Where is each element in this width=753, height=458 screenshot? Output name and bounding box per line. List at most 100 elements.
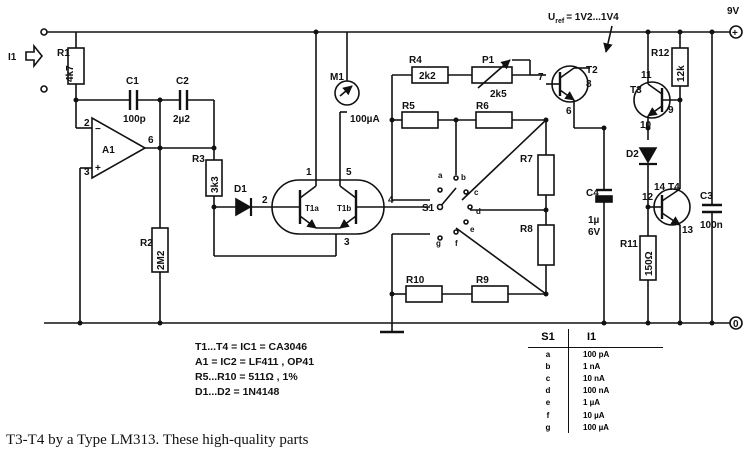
plus-symbol: + — [95, 163, 101, 174]
c4-label: C4 — [586, 188, 599, 199]
d2-label: D2 — [626, 149, 639, 160]
meter-m1 — [334, 80, 360, 106]
t2-pin-col: 8 — [586, 79, 592, 90]
switch-pos-e: e — [470, 225, 475, 234]
r1-value: 4k7 — [65, 65, 76, 82]
t1-pin-4: 4 — [388, 195, 394, 206]
ground-terminal — [729, 316, 743, 330]
resistor-r10 — [405, 285, 443, 303]
t1a-label: T1a — [305, 204, 319, 213]
c2-label: C2 — [176, 76, 189, 87]
table-header-s1: S1 — [528, 329, 569, 348]
c4-value-volt: 6V — [588, 227, 601, 238]
c1-value: 100p — [123, 114, 146, 125]
t1-pin-1: 1 — [306, 167, 312, 178]
supply-voltage-label: 9V — [727, 6, 740, 17]
r5-label: R5 — [402, 101, 415, 112]
r7-label: R7 — [520, 154, 533, 165]
a1-pin-plus: 3 — [84, 167, 90, 178]
r12-label: R12 — [651, 48, 670, 59]
t3-pin-col: 11 — [641, 70, 652, 81]
switch-s1 — [439, 187, 457, 208]
s1-label: S1 — [422, 203, 435, 214]
r11-value: 150Ω — [644, 251, 655, 276]
r4-value: 2k2 — [419, 71, 436, 82]
t2-pin-emit: 6 — [566, 106, 572, 117]
r9-label: R9 — [476, 275, 489, 286]
plus-terminal-symbol: + — [732, 28, 738, 39]
input-label: I1 — [8, 52, 17, 63]
t3-pin-base: 9 — [668, 105, 674, 116]
a1-pin-out: 6 — [148, 135, 154, 146]
r3-value: 3k3 — [210, 176, 221, 193]
t1b-label: T1b — [337, 204, 351, 213]
t4-pin-emit: 13 — [682, 225, 694, 236]
switch-pos-d: d — [476, 207, 481, 216]
r2-value: 2M2 — [156, 250, 167, 270]
c2-value: 2µ2 — [173, 114, 190, 125]
r2-label: R2 — [140, 238, 153, 249]
body-text: T3-T4 by a Type LM313. These high-qualit… — [6, 432, 309, 448]
r1-label: R1 — [57, 48, 70, 59]
minus-symbol: − — [95, 124, 101, 135]
input-arrow-icon — [25, 43, 44, 69]
a1-label: A1 — [102, 145, 115, 156]
resistor-r5 — [401, 111, 439, 129]
c3-value: 100n — [700, 220, 723, 231]
switch-pos-a: a — [438, 171, 443, 180]
a1-pin-minus: 2 — [84, 118, 90, 129]
uref-label: Uref= 1V2...1V4 — [548, 12, 619, 25]
t1-pin-2: 2 — [262, 195, 268, 206]
switch-pos-f: f — [455, 239, 458, 248]
switch-pos-c: c — [474, 188, 479, 197]
m1-label: M1 — [330, 72, 344, 83]
r6-label: R6 — [476, 101, 489, 112]
diode-d2 — [638, 147, 658, 164]
m1-value: 100µA — [350, 114, 380, 125]
resistor-r6 — [475, 111, 513, 129]
r11-label: R11 — [620, 239, 638, 250]
t3-label: T3 — [630, 85, 642, 96]
r10-label: R10 — [406, 275, 425, 286]
resistor-r9 — [471, 285, 509, 303]
note-line: D1...D2 = 1N4148 — [195, 386, 280, 398]
resistor-r8 — [537, 224, 555, 266]
c3-label: C3 — [700, 191, 713, 202]
note-line: A1 = IC2 = LF411 , OP41 — [195, 356, 315, 368]
r12-value: 12k — [676, 65, 687, 82]
switch-pos-b: b — [461, 173, 466, 182]
d1-label: D1 — [234, 184, 247, 195]
t2-label: T2 — [586, 65, 598, 76]
p1-label: P1 — [482, 55, 495, 66]
ground-terminal-symbol: 0 — [733, 319, 739, 330]
t3-pin-emit: 10 — [640, 120, 652, 131]
supply-terminal-positive — [729, 25, 743, 39]
t2-pin-base: 7 — [538, 72, 544, 83]
diode-d1 — [235, 197, 252, 217]
resistor-r7 — [537, 154, 555, 196]
t4-label: T4 — [668, 182, 680, 193]
t1-pin-5: 5 — [346, 167, 352, 178]
r8-label: R8 — [520, 224, 533, 235]
r4-label: R4 — [409, 55, 422, 66]
note-line: R5...R10 = 511Ω , 1% — [195, 371, 298, 383]
c1-label: C1 — [126, 76, 139, 87]
switch-pos-g: g — [436, 239, 441, 248]
r3-label: R3 — [192, 154, 205, 165]
t4-pin-col: 14 — [654, 182, 666, 193]
t4-pin-base: 12 — [642, 192, 654, 203]
note-line: T1...T4 = IC1 = CA3046 — [195, 341, 308, 353]
t1-pin-3: 3 — [344, 237, 350, 248]
parts-notes: T1...T4 = IC1 = CA3046 A1 = IC2 = LF411 … — [195, 340, 314, 400]
opamp-a1 — [91, 116, 147, 180]
table-header-i1: I1 — [568, 329, 663, 348]
c4-value-cap: 1µ — [588, 215, 600, 226]
